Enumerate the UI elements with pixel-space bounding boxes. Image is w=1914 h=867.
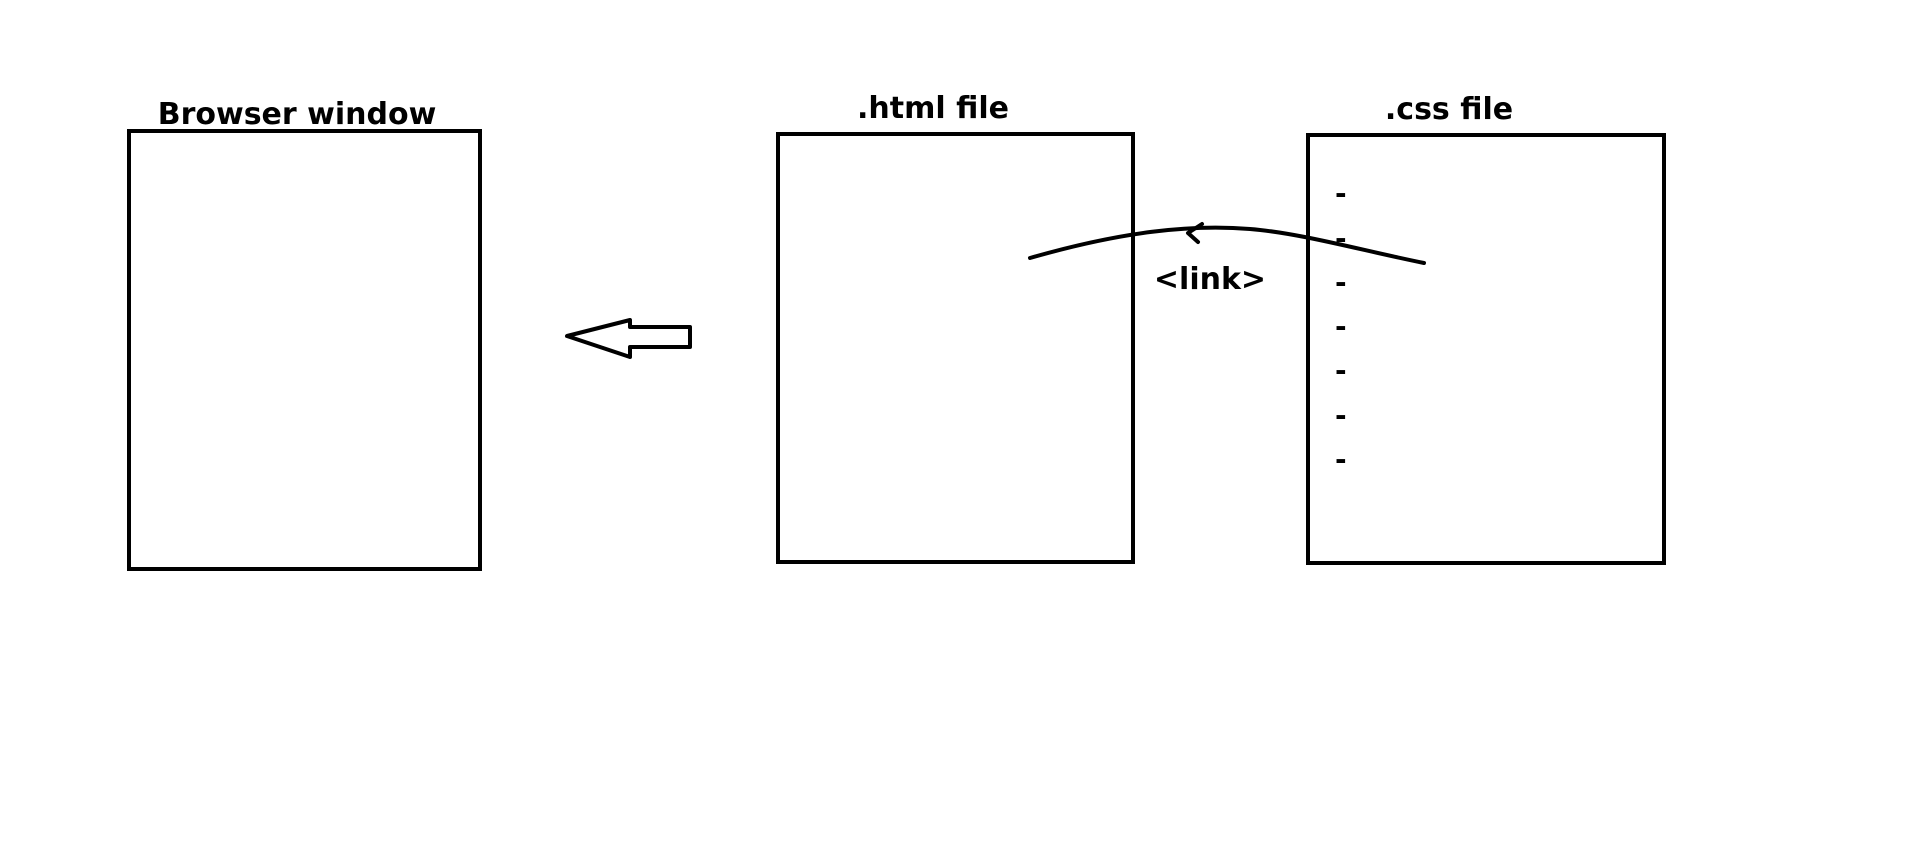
link-connector: <link> — [1028, 222, 1426, 297]
css-file-group: .css file - - - - - - - — [1306, 92, 1666, 565]
link-label: <link> — [1154, 262, 1266, 297]
css-file-title: .css file — [1385, 92, 1513, 127]
html-file-group: .html file — [776, 91, 1135, 564]
css-line-4: - — [1335, 310, 1347, 343]
css-line-7: - — [1335, 443, 1347, 476]
curved-arrow-left-icon — [1028, 225, 1426, 265]
css-line-5: - — [1335, 354, 1347, 387]
browser-window-box — [127, 129, 482, 571]
browser-window-title: Browser window — [158, 97, 437, 132]
css-line-3: - — [1335, 266, 1347, 299]
css-file-box — [1306, 133, 1666, 565]
curved-arrow-head — [1186, 222, 1204, 244]
html-file-box — [776, 132, 1135, 564]
hollow-arrow-left-icon — [565, 318, 692, 359]
browser-window-group: Browser window — [127, 97, 482, 571]
css-line-1: - — [1335, 177, 1347, 210]
css-line-2: - — [1335, 222, 1347, 255]
css-line-6: - — [1335, 399, 1347, 432]
html-file-title: .html file — [857, 91, 1009, 126]
